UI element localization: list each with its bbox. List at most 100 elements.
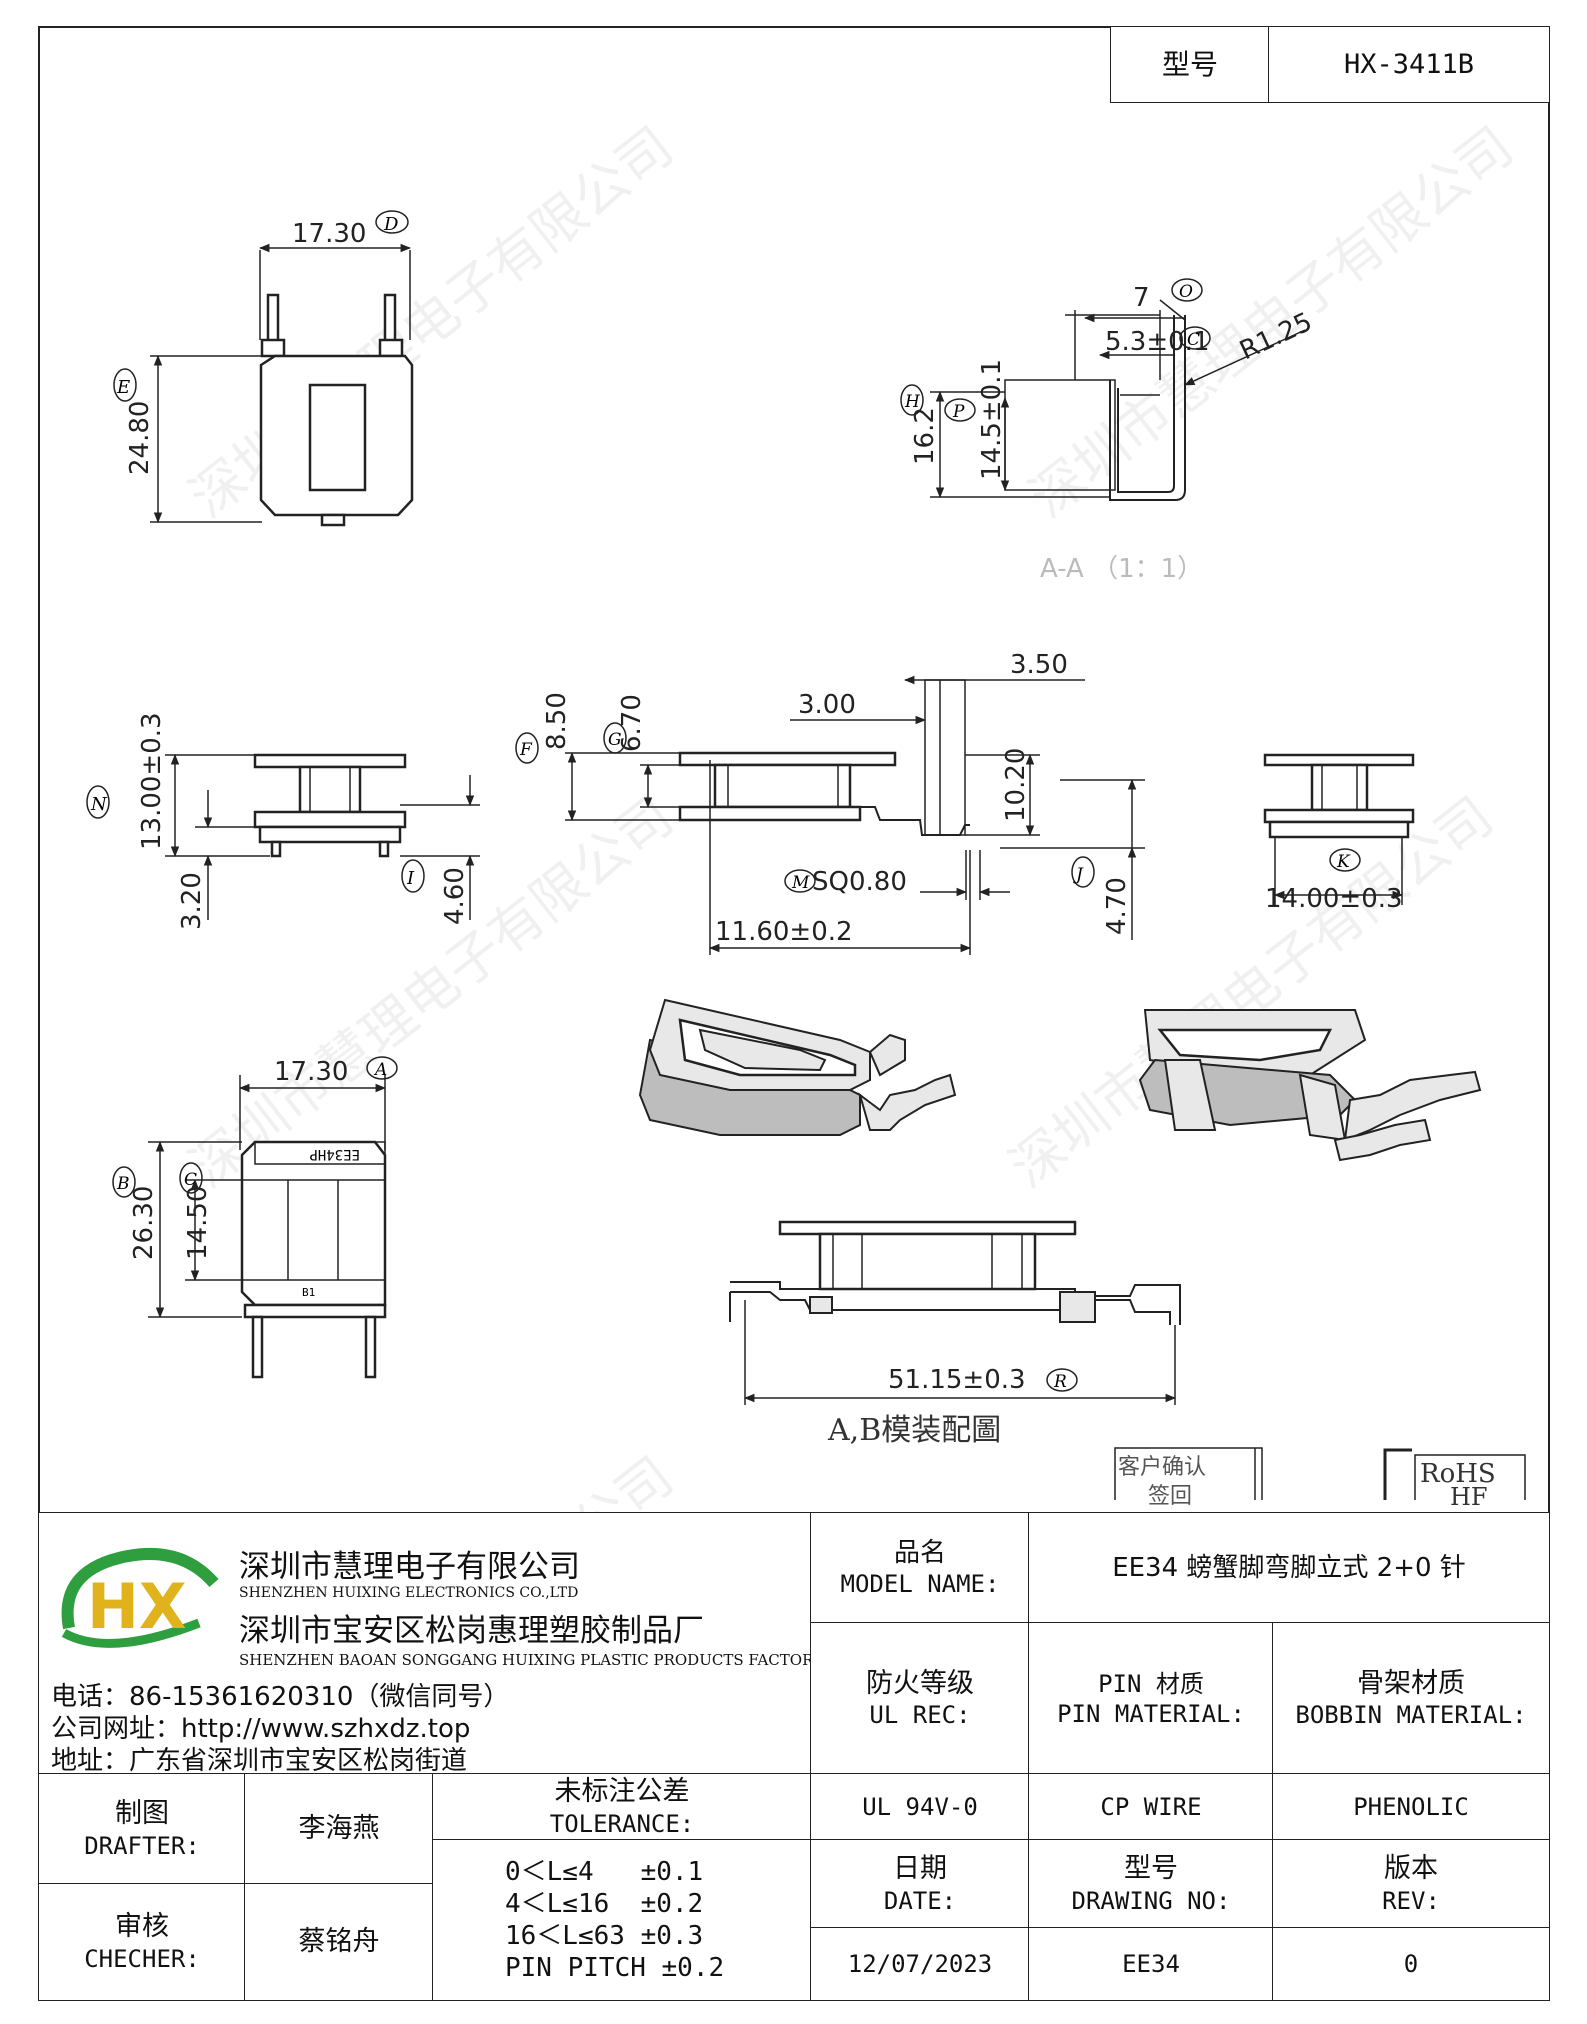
dwg-label-en: DRAWING NO: [1071, 1886, 1231, 1915]
dim-bottom-width: 17.30 [274, 1057, 348, 1087]
dim-7: 7 [1133, 283, 1150, 313]
product-value-cell: EE34 螃蟹脚弯脚立式 2+0 针 [1028, 1512, 1550, 1624]
svg-text:K: K [1336, 852, 1351, 872]
product-value: EE34 螃蟹脚弯脚立式 2+0 针 [1112, 1552, 1466, 1583]
customer-confirm-box: 客户确认 签回 [1114, 1447, 1263, 1509]
dim-bottom-inner: 14.50 [183, 1186, 213, 1260]
drafter-value: 李海燕 [298, 1813, 380, 1845]
dwg-value: EE34 [1122, 1950, 1180, 1978]
dim-14-5: 14.5±0.1 [977, 359, 1007, 480]
tag-r-icon: R [1046, 1368, 1078, 1392]
assembly-view: 51.15±0.3 R A,B模装配圖 [729, 1220, 1181, 1448]
factory-name-cn: 深圳市宝安区松岗惠理塑胶制品厂 [239, 1613, 704, 1649]
company-name-cn: 深圳市慧理电子有限公司 [239, 1549, 580, 1585]
dim-3: 3.00 [798, 690, 856, 720]
tolerance-line: 16＜L≤63 ±0.3 [505, 1921, 704, 1951]
checker-value: 蔡铭舟 [298, 1926, 380, 1958]
dim-sq: SQ0.80 [812, 867, 907, 897]
isometric-view-left [638, 998, 957, 1136]
company-website: 公司网址：http://www.szhxdz.top [51, 1714, 471, 1744]
pin-value-cell: CP WIRE [1028, 1773, 1274, 1841]
svg-text:B: B [116, 1174, 130, 1194]
section-caption: A-A （1：1） [1040, 554, 1203, 584]
model-value-cell: HX-3411B [1268, 26, 1550, 103]
svg-text:H: H [904, 392, 921, 412]
bobbin-label-cn: 骨架材质 [1357, 1667, 1465, 1699]
dim-11-6: 11.60±0.2 [715, 917, 853, 947]
tag-k-icon: K [1329, 848, 1361, 872]
hf-label: HF [1450, 1483, 1488, 1510]
ul-label-cn: 防火等级 [866, 1667, 974, 1699]
end-view: 14.00±0.3 K [1263, 753, 1415, 914]
ul-value-cell: UL 94V-0 [810, 1773, 1030, 1841]
tag-e-icon: E [113, 368, 137, 402]
tag-i-icon: I [401, 859, 425, 893]
rev-value-cell: 0 [1272, 1927, 1550, 2001]
bobbin-label-en: BOBBIN MATERIAL: [1295, 1701, 1527, 1730]
bobbin-marking: EE34HP [309, 1146, 360, 1162]
pin-value: CP WIRE [1100, 1793, 1202, 1821]
tag-n-icon: N [86, 785, 110, 819]
factory-name-en: SHENZHEN BAOAN SONGGANG HUIXING PLASTIC … [239, 1651, 823, 1669]
company-name-en: SHENZHEN HUIXING ELECTRONICS CO.,LTD [239, 1585, 579, 1601]
bobbin-value: PHENOLIC [1353, 1793, 1469, 1821]
bottom-view: 17.30 A EE34HP B1 26.30 B 14.50 C [112, 1056, 398, 1379]
svg-text:F: F [519, 740, 533, 760]
tag-c-icon: C [1179, 326, 1211, 350]
tolerance-line: 4＜L≤16 ±0.2 [505, 1889, 704, 1919]
svg-text:E: E [116, 377, 130, 398]
date-value-cell: 12/07/2023 [810, 1927, 1030, 2001]
dim-5-3: 5.3±0.1 [1105, 327, 1209, 357]
dim-14: 14.00±0.3 [1265, 884, 1403, 914]
assembly-caption: A,B模装配圖 [827, 1413, 1001, 1448]
customer-return-label: 签回 [1148, 1484, 1192, 1509]
dim-top-height: 24.80 [125, 401, 155, 475]
drafter-value-cell: 李海燕 [244, 1773, 434, 1885]
ul-label-en: UL REC: [869, 1701, 971, 1730]
tag-c2-icon: C [179, 1162, 203, 1194]
drafter-label-cn: 制图 [115, 1798, 169, 1830]
tag-h-icon: H [900, 384, 924, 416]
dim-assembly-width: 51.15±0.3 [888, 1365, 1026, 1395]
technical-drawing: 17.30 D 24.80 E 7 O 5.3±0.1 C R1. [86, 210, 1526, 1510]
bobbin-marking-2: B1 [302, 1286, 315, 1299]
bobbin-value-cell: PHENOLIC [1272, 1773, 1550, 1841]
dim-13: 13.00±0.3 [137, 712, 167, 850]
tag-f-icon: F [515, 732, 539, 764]
tag-m-icon: M [784, 869, 816, 893]
tolerance-label-cn: 未标注公差 [554, 1776, 690, 1808]
checker-value-cell: 蔡铭舟 [244, 1883, 434, 2001]
svg-text:J: J [1073, 865, 1084, 885]
svg-text:O: O [1179, 282, 1193, 302]
rev-label-en: REV: [1382, 1886, 1440, 1915]
svg-text:C: C [184, 1170, 197, 1190]
date-label-cn: 日期 [893, 1853, 947, 1885]
product-label-cn: 品名 [893, 1537, 946, 1568]
product-label-en: MODEL NAME: [840, 1570, 1000, 1599]
svg-text:R: R [1053, 1372, 1067, 1392]
section-view: 7 O 5.3±0.1 C R1.25 16.2 H 14.5±0.1 P A-… [900, 278, 1317, 584]
model-label: 型号 [1161, 48, 1218, 81]
svg-text:G: G [608, 730, 622, 750]
tolerance-line: PIN PITCH ±0.2 [505, 1953, 725, 1983]
rev-label-cn: 版本 [1384, 1853, 1438, 1885]
model-value: HX-3411B [1343, 48, 1475, 80]
svg-text:M: M [791, 873, 810, 893]
tag-b-icon: B [112, 1166, 136, 1198]
dim-3-5: 3.50 [1010, 650, 1068, 680]
dwg-value-cell: EE34 [1028, 1927, 1274, 2001]
dim-10-2: 10.20 [1001, 748, 1031, 822]
svg-text:P: P [952, 402, 965, 422]
dim-6-7: 6.70 [617, 694, 647, 752]
dim-radius: R1.25 [1235, 307, 1317, 366]
svg-text:C: C [1187, 330, 1200, 350]
date-value: 12/07/2023 [847, 1950, 993, 1978]
model-label-cell: 型号 [1110, 26, 1270, 103]
